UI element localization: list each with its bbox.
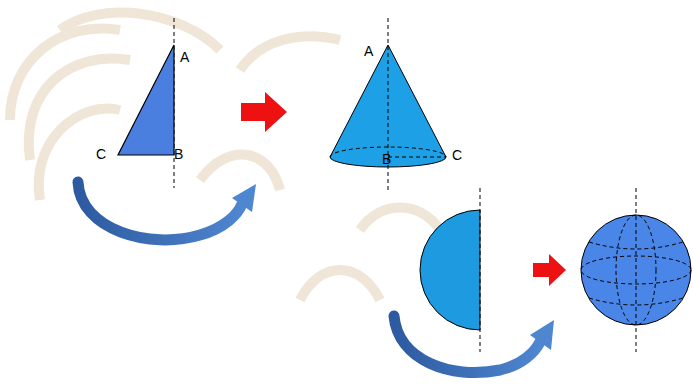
axis-line — [636, 188, 637, 352]
semicircle — [420, 210, 480, 330]
rotation-arrow — [78, 182, 242, 240]
red-arrow — [241, 92, 287, 132]
cone-radius — [388, 157, 446, 158]
rotation-arrowhead — [232, 184, 256, 212]
vertex-label: B — [382, 152, 391, 166]
vertex-label: C — [96, 147, 106, 161]
right-triangle — [118, 45, 174, 155]
vertex-label: C — [452, 148, 462, 162]
vertex-label: A — [180, 50, 189, 64]
rotation-arrowhead — [530, 320, 554, 350]
axis-line — [480, 188, 481, 352]
rotation-arrow — [394, 316, 540, 373]
vertex-label: B — [174, 147, 183, 161]
vertex-label: A — [364, 44, 373, 58]
red-arrow — [533, 254, 566, 286]
